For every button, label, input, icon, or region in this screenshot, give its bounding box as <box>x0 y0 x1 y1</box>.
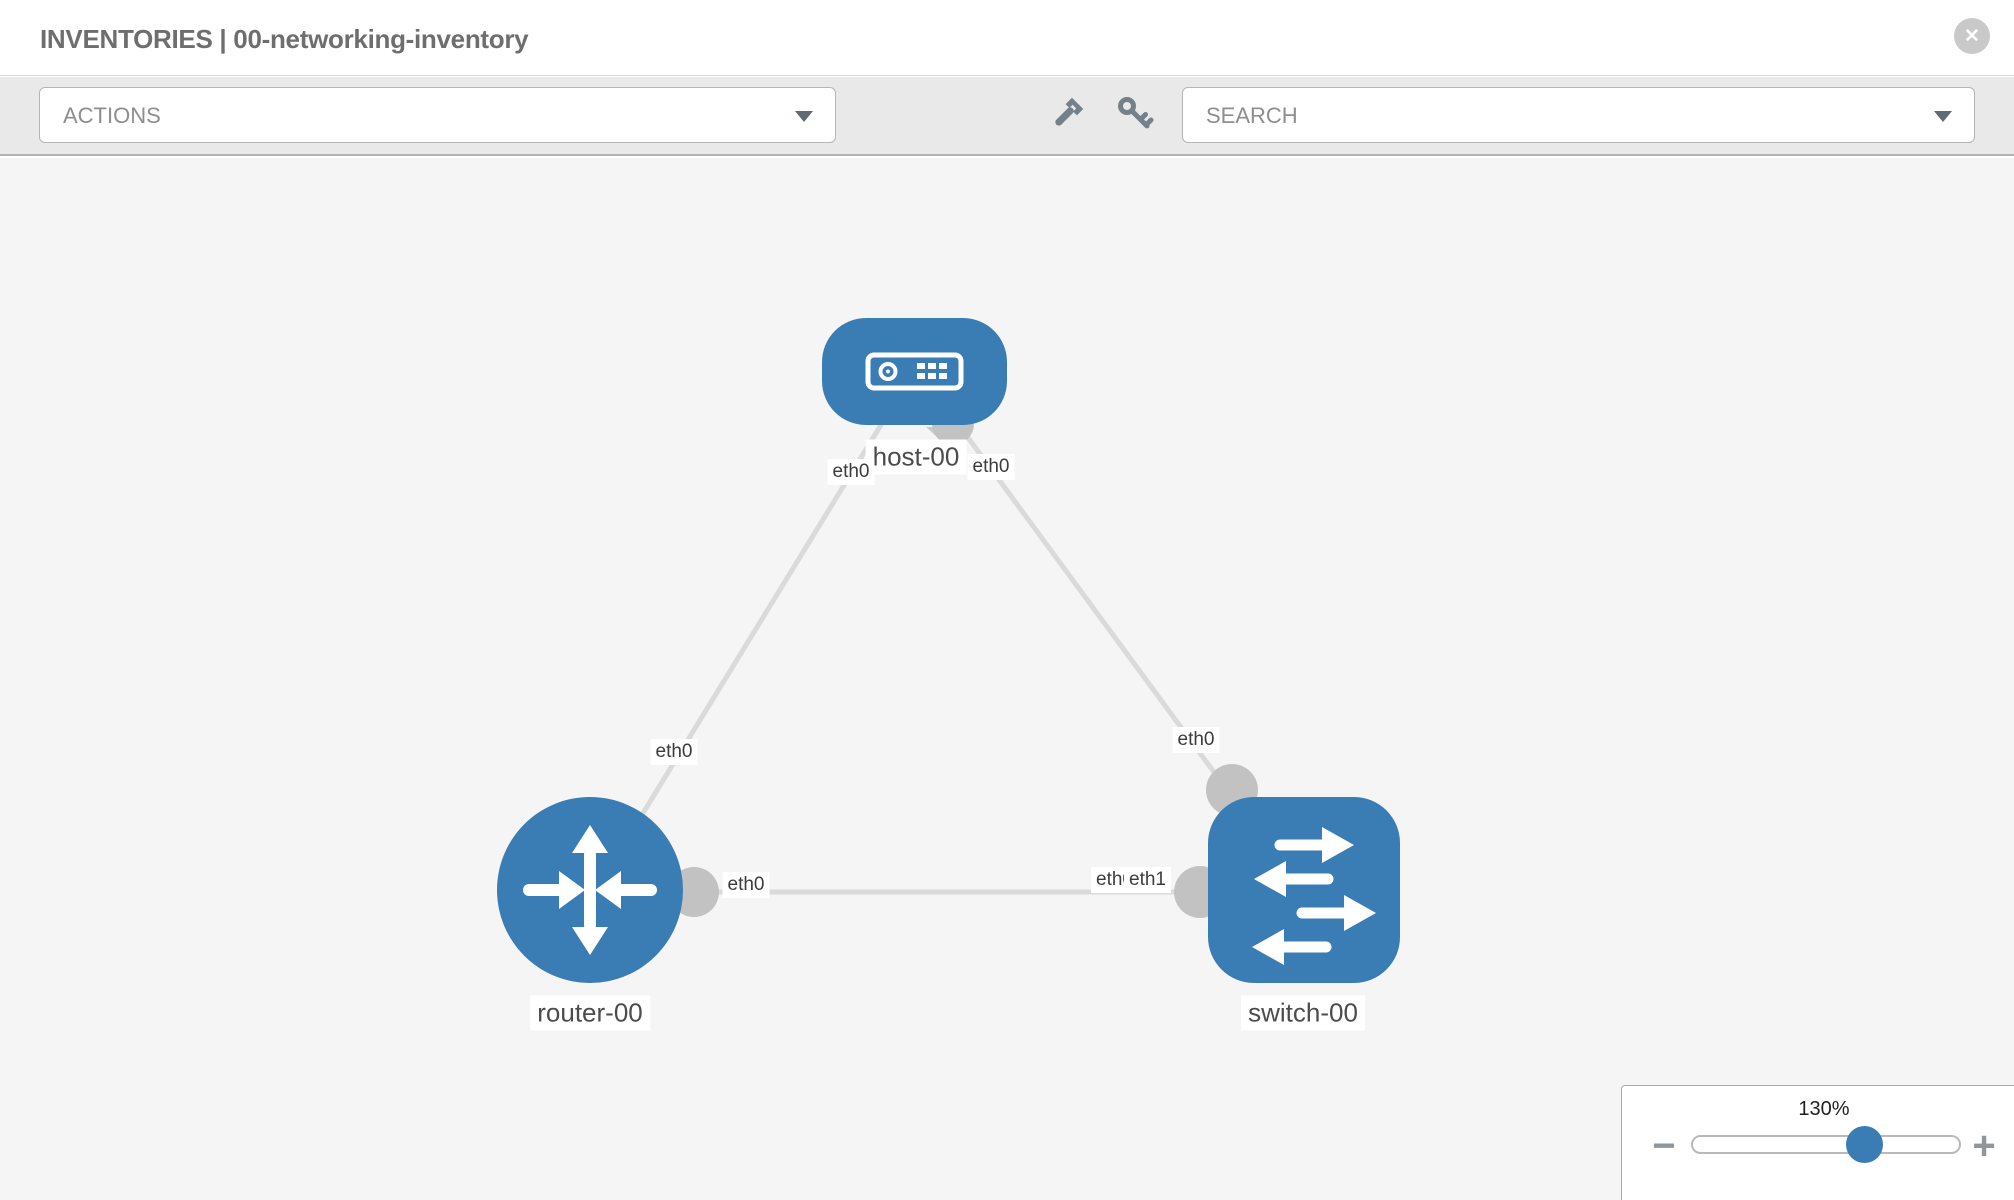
zoom-out-button[interactable]: − <box>1652 1124 1676 1168</box>
node-label-host-00: host-00 <box>865 439 967 475</box>
iface-label: eth0 <box>827 459 875 485</box>
host-icon <box>865 352 964 391</box>
header: INVENTORIES | 00-networking-inventory ✕ <box>0 0 2014 76</box>
search-dropdown-label: SEARCH <box>1206 103 1298 128</box>
wrench-icon[interactable] <box>1047 94 1087 134</box>
zoom-slider-track[interactable] <box>1691 1135 1961 1154</box>
iface-label: eth1 <box>1124 867 1171 893</box>
router-icon <box>523 825 657 955</box>
topology-edges-layer <box>637 403 1258 918</box>
node-label-switch-00: switch-00 <box>1241 995 1365 1031</box>
chevron-down-icon <box>795 111 813 122</box>
chevron-down-icon <box>1934 111 1952 122</box>
zoom-panel: 130% − + <box>1621 1085 2014 1200</box>
zoom-slider-thumb[interactable] <box>1846 1126 1883 1163</box>
node-label-router-00: router-00 <box>530 995 650 1031</box>
node-host-00[interactable] <box>822 318 1007 425</box>
page-title: INVENTORIES | 00-networking-inventory <box>40 24 529 54</box>
actions-dropdown[interactable]: ACTIONS <box>39 87 836 143</box>
iface-label: eth0 <box>1172 727 1220 753</box>
key-icon[interactable] <box>1115 94 1155 134</box>
iface-label: eth0 <box>650 739 698 765</box>
actions-dropdown-label: ACTIONS <box>63 103 161 128</box>
zoom-percentage: 130% <box>1798 1098 1850 1120</box>
iface-label: eth0 <box>722 872 770 898</box>
iface-label: eth0 <box>967 454 1015 480</box>
node-switch-00[interactable] <box>1208 797 1400 983</box>
node-router-00[interactable] <box>497 797 683 983</box>
switch-icon <box>1252 827 1376 965</box>
close-icon: ✕ <box>1964 25 1980 47</box>
zoom-in-button[interactable]: + <box>1972 1124 1996 1168</box>
toolbar: ACTIONS SEARCH <box>0 77 2014 156</box>
close-button[interactable]: ✕ <box>1954 18 1990 54</box>
search-dropdown[interactable]: SEARCH <box>1182 87 1975 143</box>
topology-canvas[interactable]: host-00 router-00 switch-00 eth0 eth0 et… <box>0 158 2014 1200</box>
